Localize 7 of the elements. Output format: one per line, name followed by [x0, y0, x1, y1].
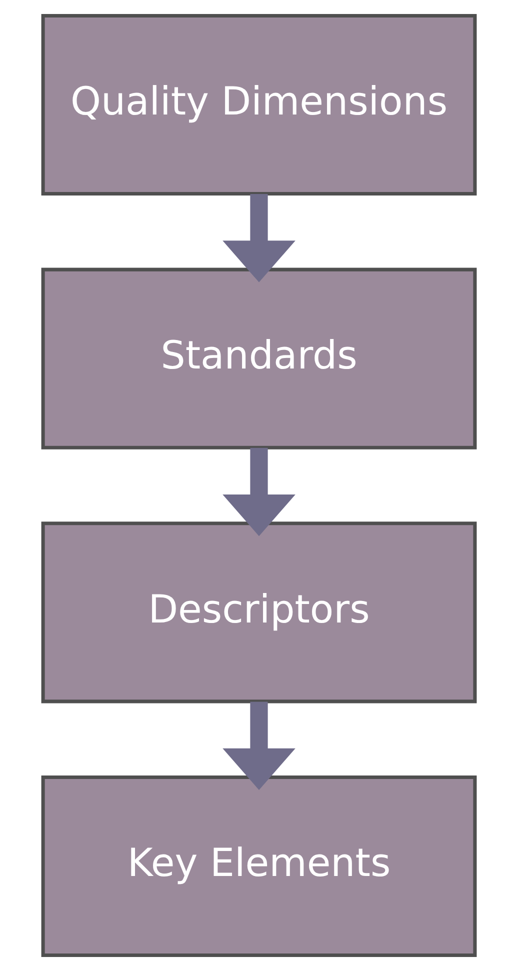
arrow	[222, 194, 296, 282]
node-box: Quality Dimensions	[41, 14, 477, 196]
node-box: Descriptors	[41, 522, 477, 704]
node-box: Key Elements	[41, 775, 477, 958]
node-box: Standards	[41, 268, 477, 450]
arrow	[222, 448, 296, 536]
arrow	[222, 702, 296, 790]
